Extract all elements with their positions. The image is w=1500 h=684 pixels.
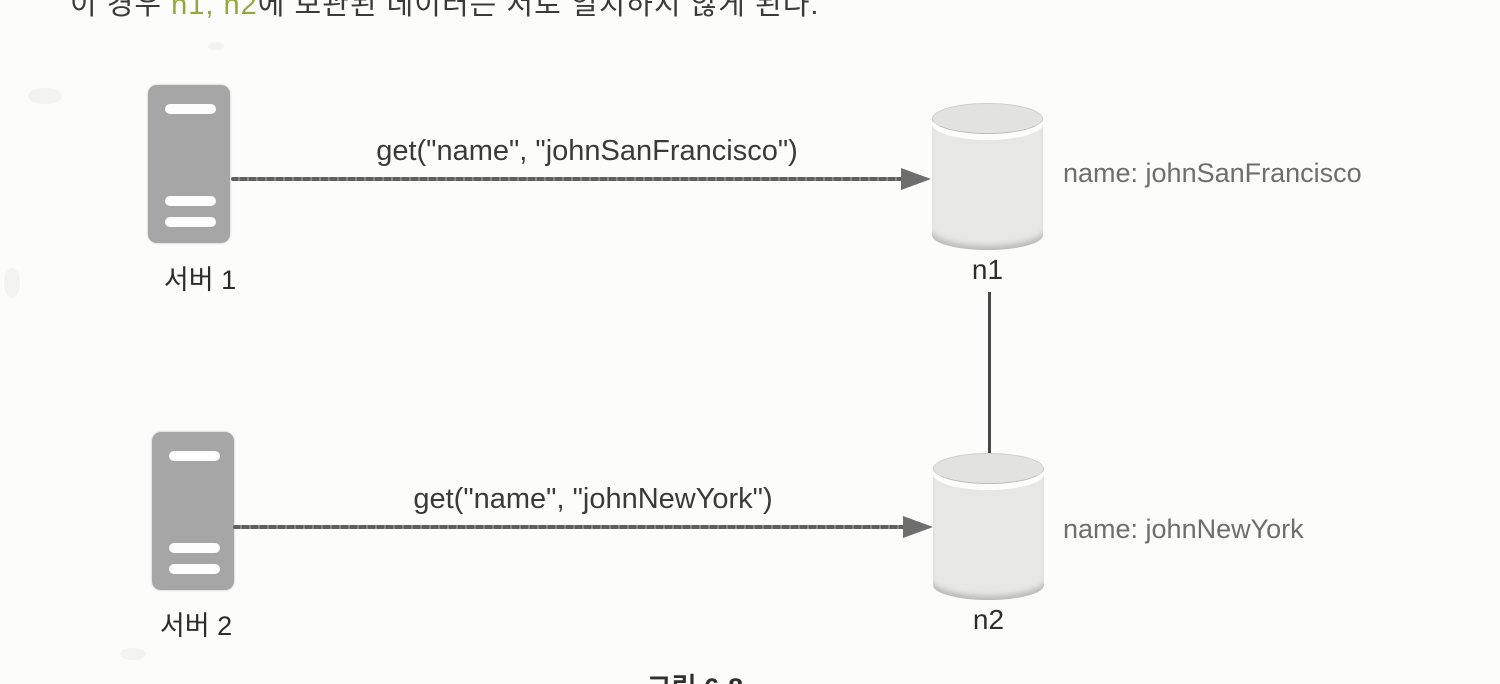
cropped-text-prefix: 이 경우 (70, 0, 172, 21)
server-1-label: 서버 1 (163, 265, 237, 295)
scan-smudge (28, 88, 62, 104)
request-arrow-2-label: get("name", "johnNewYork") (413, 483, 773, 515)
arrowhead-icon (903, 516, 933, 538)
server-2-icon (152, 432, 234, 590)
database-cylinder-n2-icon (933, 453, 1044, 600)
server-stripe (165, 217, 216, 227)
server-stripe (169, 543, 220, 553)
node-n2-label: n2 (972, 604, 1005, 635)
node-n2-value: name: johnNewYork (1063, 514, 1304, 544)
node-n1-value: name: johnSanFrancisco (1063, 158, 1362, 188)
node-n1-label: n1 (971, 254, 1004, 285)
database-cylinder-n1-icon (932, 103, 1043, 250)
cropped-paragraph-text: 이 경우 n1, n2에 보관된 데이터는 서로 일치하지 않게 된다. (70, 0, 819, 23)
inline-code-n1-n2: n1, n2 (171, 0, 258, 21)
cylinder-top (932, 103, 1043, 134)
cylinder-body (932, 118, 1043, 250)
server-stripe (169, 451, 220, 461)
server-stripe (165, 104, 216, 114)
server-2-label: 서버 2 (159, 611, 233, 641)
cropped-text-suffix: 에 보관된 데이터는 서로 일치하지 않게 된다. (257, 0, 820, 21)
request-arrow-1-label: get("name", "johnSanFrancisco") (376, 135, 798, 167)
server-stripe (169, 564, 220, 574)
node-link-line (988, 292, 991, 455)
request-arrow-2-line (233, 525, 907, 529)
scan-smudge (120, 648, 146, 660)
figure-caption: 그림 6-8 (595, 666, 795, 684)
request-arrow-1-line (231, 177, 903, 181)
server-1-icon (148, 85, 230, 243)
scan-smudge (208, 42, 224, 50)
scan-smudge (4, 268, 20, 298)
server-stripe (165, 196, 216, 206)
arrowhead-icon (901, 168, 931, 190)
cylinder-top (933, 453, 1044, 484)
cylinder-body (933, 468, 1044, 600)
